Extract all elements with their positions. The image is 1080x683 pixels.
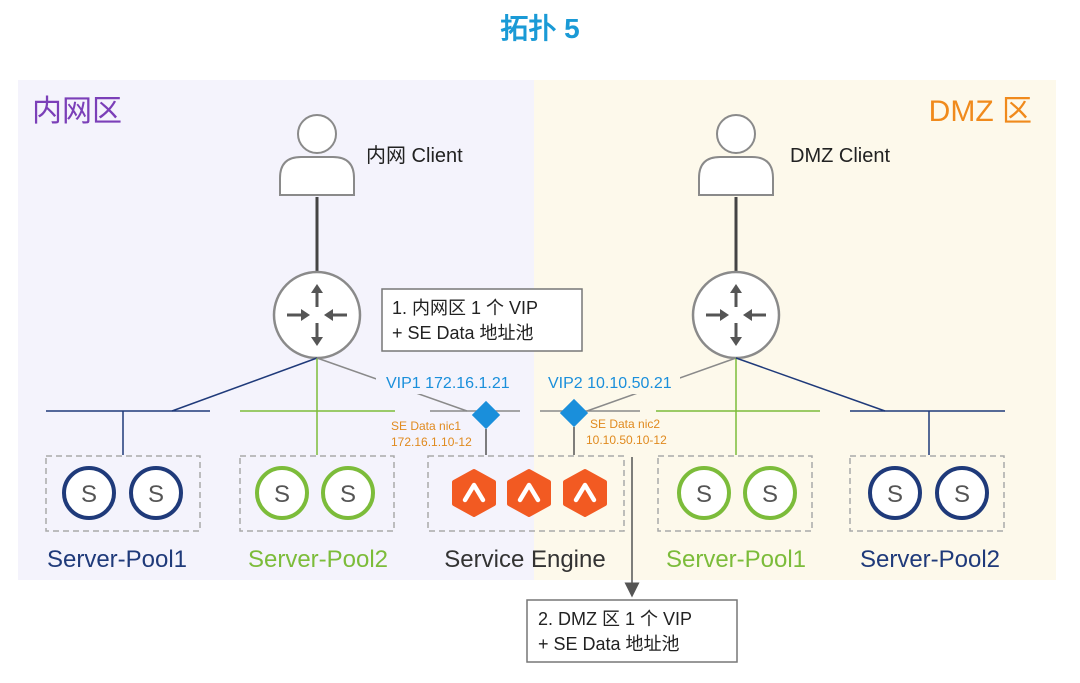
dmz-router-navy-link: [735, 357, 886, 412]
nic2-range: 10.10.50.10-12: [586, 433, 667, 447]
server-node: S: [935, 466, 989, 520]
pool-label: Server-Pool2: [860, 546, 1000, 573]
dmz-zone-title: DMZ 区: [929, 95, 1032, 128]
internal-server-pool2-box: [239, 455, 395, 532]
dmz-callout-line1: 2. DMZ 区 1 个 VIP: [538, 609, 692, 629]
dmz-client-label: DMZ Client: [790, 145, 890, 167]
internal-client-icon: [279, 114, 355, 196]
nic1-name: SE Data nic1: [391, 419, 461, 433]
internal-callout-line2: + SE Data 地址池: [392, 323, 534, 343]
pool-label: Server-Pool1: [666, 546, 806, 573]
dmz-router-icon: [691, 270, 781, 360]
server-node: S: [255, 466, 309, 520]
internal-callout-box: [381, 288, 583, 352]
internal-callout-line1: 1. 内网区 1 个 VIP: [392, 298, 538, 318]
vip2-diamond: [559, 398, 589, 428]
server-node-label: S: [762, 481, 778, 508]
internal-client-label: 内网 Client: [366, 144, 463, 167]
server-node-label: S: [148, 481, 164, 508]
dmz-server-pool2-box: [849, 455, 1005, 532]
service-engine-box: [427, 455, 625, 532]
server-node: S: [62, 466, 116, 520]
internal-zone-title: 内网区: [32, 95, 122, 128]
server-node-label: S: [340, 481, 356, 508]
server-node: S: [677, 466, 731, 520]
dmz-server-pool1-box: [657, 455, 813, 532]
server-node-label: S: [887, 481, 903, 508]
server-node: S: [321, 466, 375, 520]
service-engine-node: [563, 469, 607, 517]
service-engine-node: [507, 469, 551, 517]
server-node: S: [743, 466, 797, 520]
nic1-range: 172.16.1.10-12: [391, 435, 472, 449]
pool-label: Server-Pool2: [248, 546, 388, 573]
diagram-title: 拓扑 5: [500, 13, 579, 44]
dmz-client-icon: [698, 114, 774, 196]
vip1-diamond: [471, 400, 501, 430]
server-node: S: [129, 466, 183, 520]
server-node: S: [868, 466, 922, 520]
pool-label: Service Engine: [444, 546, 605, 573]
vip2-label: VIP2 10.10.50.21: [548, 375, 672, 392]
pool-label: Server-Pool1: [47, 546, 187, 573]
service-engine-node: [452, 469, 496, 517]
server-node-label: S: [954, 481, 970, 508]
server-node-label: S: [696, 481, 712, 508]
internal-server-pool1-box: [45, 455, 201, 532]
dmz-callout-line2: + SE Data 地址池: [538, 634, 680, 654]
internal-router-navy-link: [171, 357, 318, 412]
nic2-name: SE Data nic2: [590, 417, 660, 431]
vip1-label: VIP1 172.16.1.21: [386, 375, 510, 392]
vip2-label-bg: [540, 370, 680, 394]
internal-router-icon: [272, 270, 362, 360]
vip1-label-bg: [376, 370, 516, 394]
dmz-callout-box: [526, 599, 738, 663]
server-node-label: S: [274, 481, 290, 508]
server-node-label: S: [81, 481, 97, 508]
